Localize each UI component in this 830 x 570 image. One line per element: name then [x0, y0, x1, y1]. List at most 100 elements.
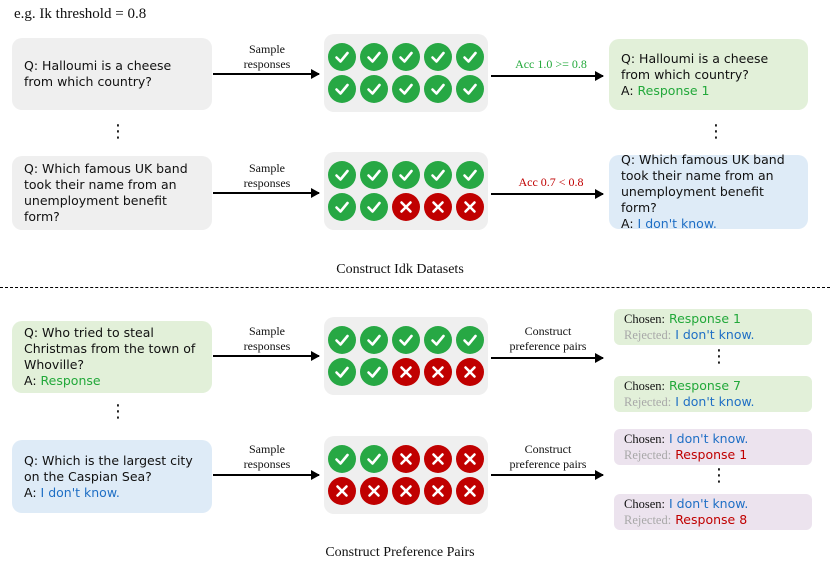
cross-icon [424, 477, 452, 505]
cross-icon [456, 358, 484, 386]
cross-icon [328, 477, 356, 505]
response-grid-1 [324, 34, 488, 112]
arrow [213, 188, 320, 198]
check-icon [328, 358, 356, 386]
chosen-label: Chosen: [624, 497, 665, 511]
check-icon [328, 43, 356, 71]
answer-text: I don't know. [40, 484, 120, 500]
question-text: Who tried to steal Christmas from the to… [24, 325, 196, 372]
rejected-label: Rejected: [624, 328, 672, 342]
check-icon [392, 75, 420, 103]
question-text: Which famous UK band took their name fro… [621, 152, 785, 215]
cross-icon [424, 445, 452, 473]
idk-output-box-1: Q: Halloumi is a cheese from which count… [609, 39, 808, 110]
check-icon [456, 43, 484, 71]
check-icon [360, 193, 388, 221]
sample-responses-label: Sample responses [243, 324, 291, 353]
cross-icon [456, 477, 484, 505]
arrow [213, 470, 320, 480]
q-prefix: Q: [24, 452, 39, 468]
q-prefix: Q: [24, 161, 39, 176]
response-grid-2 [324, 152, 488, 230]
check-icon [360, 326, 388, 354]
construct-pairs-label: Construct preference pairs [509, 442, 587, 471]
cross-icon [392, 358, 420, 386]
cross-icon [456, 445, 484, 473]
check-icon [456, 161, 484, 189]
rejected-label: Rejected: [624, 448, 672, 462]
cross-icon [392, 477, 420, 505]
pref-pair-box: Chosen: I don't know. Rejected: Response… [614, 429, 812, 465]
a-prefix: A: [24, 373, 37, 388]
accuracy-label: Acc 1.0 >= 0.8 [515, 57, 587, 71]
question-text: Which famous UK band took their name fro… [24, 161, 188, 224]
pref-question-box-2: Q: Which is the largest city on the Casp… [12, 440, 212, 513]
answer-text: Response [40, 373, 101, 388]
arrow [491, 71, 604, 81]
check-icon [328, 161, 356, 189]
q-prefix: Q: [621, 152, 636, 167]
chosen-label: Chosen: [624, 432, 665, 446]
idk-question-box-1: Q: Halloumi is a cheese from which count… [12, 38, 212, 110]
vertical-ellipsis: ⋮ [109, 401, 127, 422]
check-icon [328, 75, 356, 103]
q-prefix: Q: [24, 58, 39, 73]
sample-responses-label: Sample responses [243, 442, 291, 471]
check-icon [456, 326, 484, 354]
cross-icon [456, 193, 484, 221]
check-icon [360, 43, 388, 71]
chosen-text: Response 7 [668, 378, 741, 393]
rejected-text: I don't know. [675, 394, 755, 409]
cross-icon [424, 193, 452, 221]
check-icon [424, 43, 452, 71]
pref-pair-box: Chosen: Response 7 Rejected: I don't kno… [614, 376, 812, 412]
pref-pair-box: Chosen: I don't know. Rejected: Response… [614, 494, 812, 530]
rejected-text: Response 8 [675, 512, 748, 527]
arrow [213, 69, 320, 79]
a-prefix: A: [621, 216, 634, 231]
check-icon [360, 161, 388, 189]
check-icon [424, 161, 452, 189]
response-grid-3 [324, 317, 488, 395]
rejected-label: Rejected: [624, 513, 672, 527]
chosen-label: Chosen: [624, 312, 665, 326]
rejected-text: I don't know. [675, 327, 755, 342]
check-icon [328, 445, 356, 473]
idk-question-box-2: Q: Which famous UK band took their name … [12, 156, 212, 230]
vertical-ellipsis: ⋮ [707, 121, 725, 142]
vertical-ellipsis: ⋮ [710, 465, 728, 486]
chosen-label: Chosen: [624, 379, 665, 393]
answer-text: I don't know. [637, 216, 717, 231]
check-icon [392, 161, 420, 189]
arrow [491, 470, 604, 480]
q-prefix: Q: [24, 325, 39, 340]
check-icon [360, 445, 388, 473]
question-text: Halloumi is a cheese from which country? [24, 58, 172, 89]
threshold-note: e.g. Ik threshold = 0.8 [14, 6, 147, 22]
a-prefix: A: [24, 484, 37, 500]
pref-question-box-1: Q: Who tried to steal Christmas from the… [12, 321, 212, 393]
check-icon [392, 326, 420, 354]
chosen-text: I don't know. [668, 496, 749, 511]
sample-responses-label: Sample responses [243, 161, 291, 190]
check-icon [360, 75, 388, 103]
check-icon [360, 358, 388, 386]
chosen-text: Response 1 [668, 311, 741, 326]
idk-output-box-2: Q: Which famous UK band took their name … [609, 152, 808, 231]
cross-icon [424, 358, 452, 386]
check-icon [328, 193, 356, 221]
accuracy-label: Acc 0.7 < 0.8 [518, 175, 584, 189]
construct-pairs-label: Construct preference pairs [509, 324, 587, 353]
answer-text: Response 1 [637, 82, 710, 98]
sample-responses-label: Sample responses [243, 42, 291, 71]
section-caption: Construct Idk Datasets [336, 262, 464, 277]
section-divider [0, 287, 830, 288]
question-text: Halloumi is a cheese from which country? [621, 50, 769, 82]
arrow [491, 353, 604, 363]
cross-icon [360, 477, 388, 505]
cross-icon [392, 445, 420, 473]
q-prefix: Q: [621, 50, 636, 66]
check-icon [456, 75, 484, 103]
question-text: Which is the largest city on the Caspian… [24, 452, 193, 484]
vertical-ellipsis: ⋮ [710, 346, 728, 367]
